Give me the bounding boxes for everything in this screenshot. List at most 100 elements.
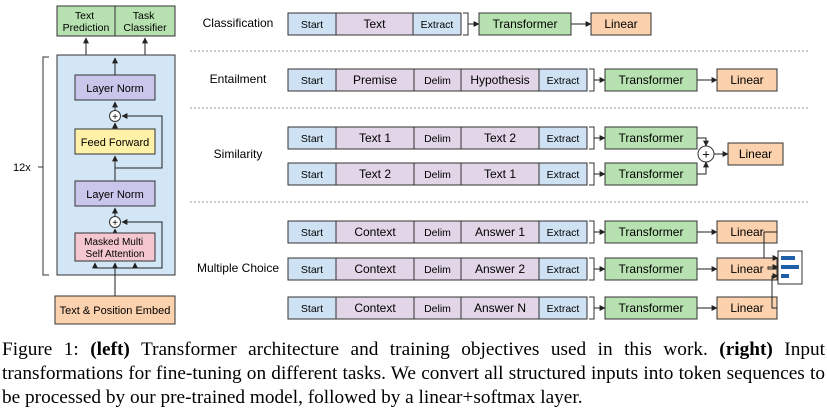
transformer-box: Transformer: [604, 296, 698, 320]
linear-box-label: Linear: [730, 301, 763, 315]
caption-right-marker: (right): [719, 339, 773, 360]
softmax-icon: [777, 250, 803, 285]
task-label-entailment: Entailment: [210, 72, 267, 86]
figure-caption: Figure 1: (left) Transformer architectur…: [2, 338, 825, 410]
token-start: Start: [287, 126, 337, 150]
transformer-box: Transformer: [604, 68, 698, 92]
sum-symbol: +: [702, 147, 710, 162]
token-extract: Extract: [412, 12, 462, 36]
token-answer-2: Answer 2: [460, 257, 540, 281]
task-classifier-output: Task Classifier: [123, 10, 167, 34]
token-text-2-label: Text 2: [484, 131, 516, 145]
caption-label: Figure 1:: [2, 339, 79, 360]
token-extract-label: Extract: [547, 133, 580, 145]
transformer-box-label: Transformer: [619, 131, 684, 145]
linear-box: Linear: [727, 142, 784, 166]
token-delim-label: Delim: [424, 169, 451, 181]
transformer-box-label: Transformer: [619, 225, 684, 239]
token-answer-2-label: Answer 2: [475, 262, 525, 276]
linear-box-label: Linear: [739, 147, 772, 161]
token-context-label: Context: [354, 262, 396, 276]
token-hypothesis: Hypothesis: [460, 68, 540, 92]
token-context: Context: [335, 220, 415, 244]
softmax-bar: [781, 274, 789, 278]
token-delim: Delim: [413, 257, 462, 281]
token-delim: Delim: [413, 126, 462, 150]
token-start-label: Start: [301, 264, 323, 276]
token-extract: Extract: [538, 162, 588, 186]
token-extract: Extract: [538, 126, 588, 150]
token-text: Text: [335, 12, 414, 36]
token-start-label: Start: [301, 133, 323, 145]
svg-text:+: +: [112, 218, 118, 229]
token-premise: Premise: [335, 68, 415, 92]
transformer-box: Transformer: [478, 12, 572, 36]
token-start: Start: [287, 220, 337, 244]
token-answer-n: Answer N: [460, 296, 540, 320]
softmax-bar: [781, 256, 795, 260]
token-premise-label: Premise: [353, 73, 397, 87]
linear-box-label: Linear: [730, 262, 763, 276]
text-prediction-output: Text Prediction: [63, 10, 110, 34]
repeat-count: 12x: [13, 162, 31, 174]
linear-box: Linear: [716, 296, 778, 320]
token-delim-label: Delim: [424, 75, 451, 87]
token-extract-label: Extract: [547, 169, 580, 181]
token-context: Context: [335, 296, 415, 320]
transformer-box-label: Transformer: [619, 301, 684, 315]
token-start-label: Start: [301, 227, 323, 239]
transformer-box-label: Transformer: [619, 73, 684, 87]
caption-left-marker: (left): [90, 339, 130, 360]
token-delim-label: Delim: [424, 133, 451, 145]
caption-text-a: Transformer architecture and training ob…: [140, 339, 708, 360]
task-label-similarity: Similarity: [214, 147, 263, 161]
token-answer-1: Answer 1: [460, 220, 540, 244]
token-delim-label: Delim: [424, 227, 451, 239]
linear-box-label: Linear: [604, 17, 637, 31]
linear-box-label: Linear: [730, 73, 763, 87]
token-extract: Extract: [538, 257, 588, 281]
token-text-1-label: Text 1: [359, 131, 391, 145]
softmax-bar: [781, 265, 799, 269]
token-extract-label: Extract: [547, 303, 580, 315]
text-position-embed: Text & Position Embed: [60, 305, 171, 317]
token-delim-label: Delim: [424, 303, 451, 315]
token-start-label: Start: [301, 19, 323, 31]
linear-box: Linear: [716, 257, 778, 281]
token-context-label: Context: [354, 225, 396, 239]
transformer-box-label: Transformer: [493, 17, 558, 31]
token-delim: Delim: [413, 220, 462, 244]
layer-norm-top: Layer Norm: [86, 83, 143, 95]
linear-box: Linear: [590, 12, 652, 36]
token-start: Start: [287, 162, 337, 186]
token-text-1: Text 1: [335, 126, 415, 150]
token-answer-1-label: Answer 1: [475, 225, 525, 239]
caption-text-b: Input transformations for fine-tuning on…: [2, 339, 825, 408]
token-extract-label: Extract: [547, 264, 580, 276]
token-start-label: Start: [301, 75, 323, 87]
token-extract-label: Extract: [421, 19, 454, 31]
sum-node: +: [697, 145, 715, 163]
token-delim: Delim: [413, 296, 462, 320]
token-start-label: Start: [301, 169, 323, 181]
transformer-box: Transformer: [604, 257, 698, 281]
token-answer-n-label: Answer N: [474, 301, 526, 315]
linear-box: Linear: [716, 68, 778, 92]
feed-forward: Feed Forward: [81, 137, 149, 149]
token-text-1-label: Text 1: [484, 167, 516, 181]
token-extract-label: Extract: [547, 75, 580, 87]
token-start: Start: [287, 68, 337, 92]
task-label-multiple-choice: Multiple Choice: [197, 261, 279, 275]
transformer-figure: Text Prediction Task Classifier 12x Laye…: [13, 5, 808, 325]
linear-box: Linear: [716, 220, 778, 244]
token-hypothesis-label: Hypothesis: [470, 73, 529, 87]
token-start-label: Start: [301, 303, 323, 315]
token-text-2: Text 2: [460, 126, 540, 150]
transformer-box: Transformer: [604, 126, 698, 150]
transformer-box: Transformer: [604, 220, 698, 244]
token-text-2: Text 2: [335, 162, 415, 186]
token-text-label: Text: [363, 17, 386, 31]
token-start: Start: [287, 257, 337, 281]
task-label-classification: Classification: [203, 16, 274, 30]
